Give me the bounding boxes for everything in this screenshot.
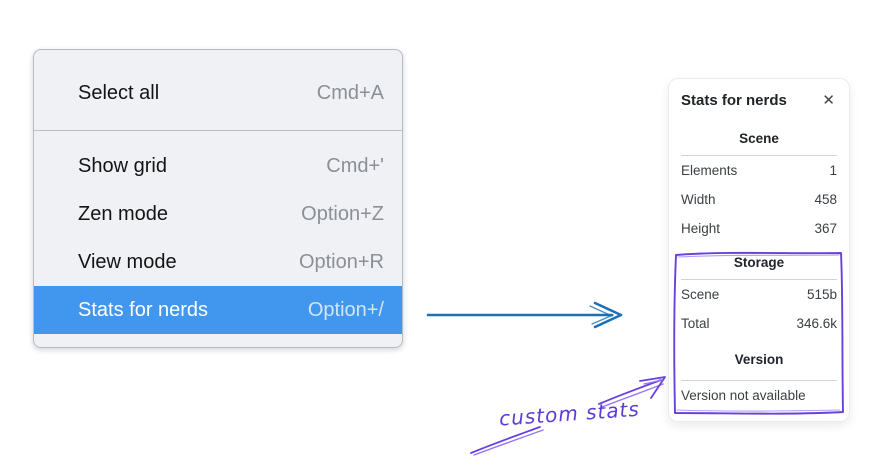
section-heading-version: Version: [734, 352, 784, 367]
section-heading-scene: Scene: [739, 131, 779, 146]
menu-item-stats-for-nerds[interactable]: Stats for nerds Option+/: [34, 286, 402, 334]
stat-label: Width: [681, 192, 716, 207]
menu-item-label: Select all: [78, 81, 160, 104]
stats-panel-title: Stats for nerds: [681, 91, 787, 109]
stats-panel-header: Stats for nerds ✕: [681, 89, 837, 111]
annotation-label: custom stats: [498, 396, 641, 431]
menu-item-shortcut: Option+R: [298, 250, 384, 273]
menu-item-label: View mode: [78, 250, 177, 273]
divider: [681, 155, 837, 156]
stat-value: 367: [814, 221, 837, 236]
menu-item-shortcut: Cmd+A: [316, 81, 384, 104]
stat-row-height: Height 367: [681, 214, 837, 243]
context-menu: Select all Cmd+A Show grid Cmd+' Zen mod…: [33, 49, 403, 348]
menu-item-shortcut: Option+/: [307, 298, 384, 321]
stat-label: Height: [681, 221, 721, 236]
menu-item-label: Zen mode: [78, 202, 169, 225]
stat-value: 1: [829, 163, 837, 178]
menu-item-zen-mode[interactable]: Zen mode Option+Z: [34, 190, 402, 238]
stat-label: Elements: [681, 163, 738, 178]
stat-value: 515b: [806, 287, 837, 302]
menu-separator: [34, 130, 402, 131]
menu-item-shortcut: Cmd+': [326, 154, 384, 177]
stat-value: 458: [814, 192, 837, 207]
menu-item-show-grid[interactable]: Show grid Cmd+': [34, 142, 402, 190]
menu-item-label: Show grid: [78, 154, 167, 177]
stat-row-width: Width 458: [681, 185, 837, 214]
stat-row-scene-storage: Scene 515b: [681, 280, 837, 309]
close-icon[interactable]: ✕: [822, 91, 835, 109]
blue-arrow: [426, 301, 623, 329]
stat-value: 346.6k: [796, 316, 837, 331]
stat-row-elements: Elements 1: [681, 156, 837, 185]
section-heading-storage: Storage: [733, 255, 785, 270]
stat-label: Scene: [681, 287, 720, 302]
stat-label: Total: [681, 316, 710, 331]
menu-item-label: Stats for nerds: [78, 298, 209, 321]
version-note: Version not available: [681, 388, 806, 403]
menu-item-select-all[interactable]: Select all Cmd+A: [34, 66, 402, 120]
stat-row-total-storage: Total 346.6k: [681, 309, 837, 338]
menu-item-view-mode[interactable]: View mode Option+R: [34, 238, 402, 286]
menu-item-shortcut: Option+Z: [301, 202, 384, 225]
stats-panel: Stats for nerds ✕ Scene Elements 1 Width…: [668, 78, 850, 422]
